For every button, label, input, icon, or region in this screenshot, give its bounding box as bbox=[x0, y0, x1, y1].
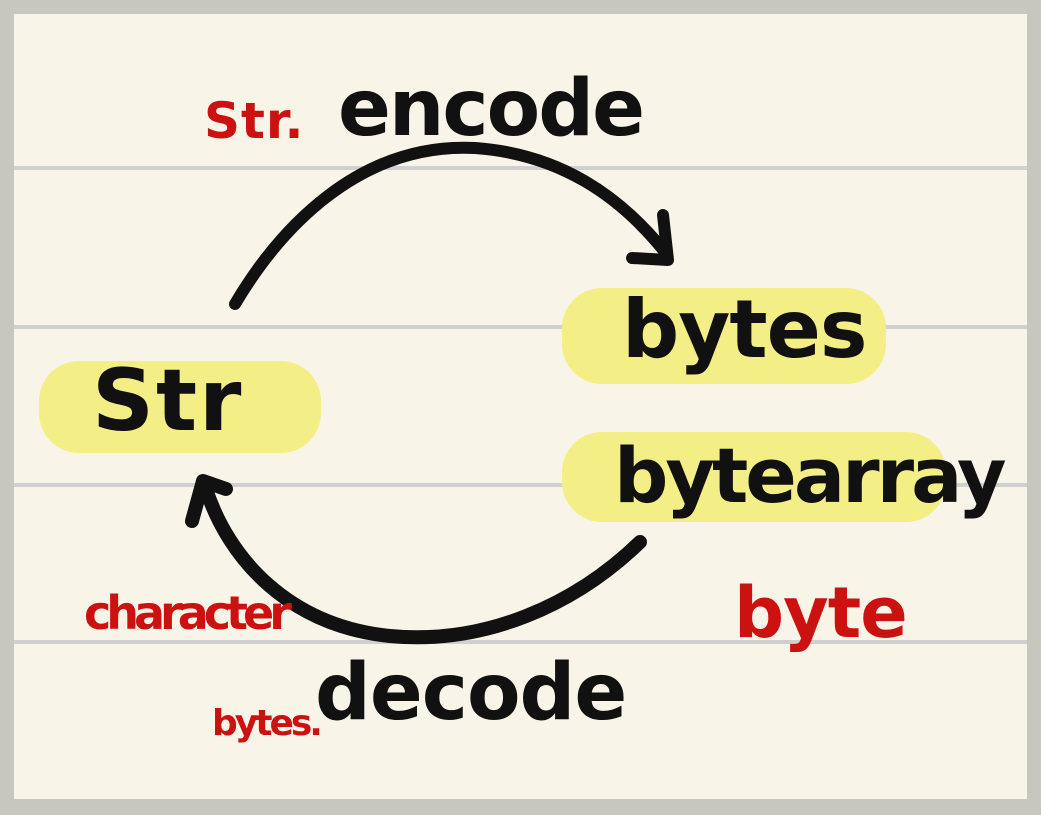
character-label: character bbox=[84, 586, 292, 640]
decode-label: decode bbox=[315, 648, 627, 738]
notebook-paper: encode Str. Str bytes bytearray characte… bbox=[14, 14, 1027, 799]
encode-label: encode bbox=[338, 64, 645, 154]
ruled-line bbox=[14, 166, 1027, 170]
str-highlight bbox=[39, 361, 321, 453]
byte-label: byte bbox=[734, 572, 908, 654]
str-label: Str bbox=[92, 351, 244, 451]
bytes-method-prefix: bytes. bbox=[212, 703, 323, 744]
str-method-prefix: Str. bbox=[204, 92, 305, 150]
ruled-line bbox=[14, 325, 1027, 329]
encode-arrow-icon bbox=[229, 141, 674, 310]
bytearray-label: bytearray bbox=[614, 431, 1007, 520]
bytes-label: bytes bbox=[622, 283, 868, 376]
